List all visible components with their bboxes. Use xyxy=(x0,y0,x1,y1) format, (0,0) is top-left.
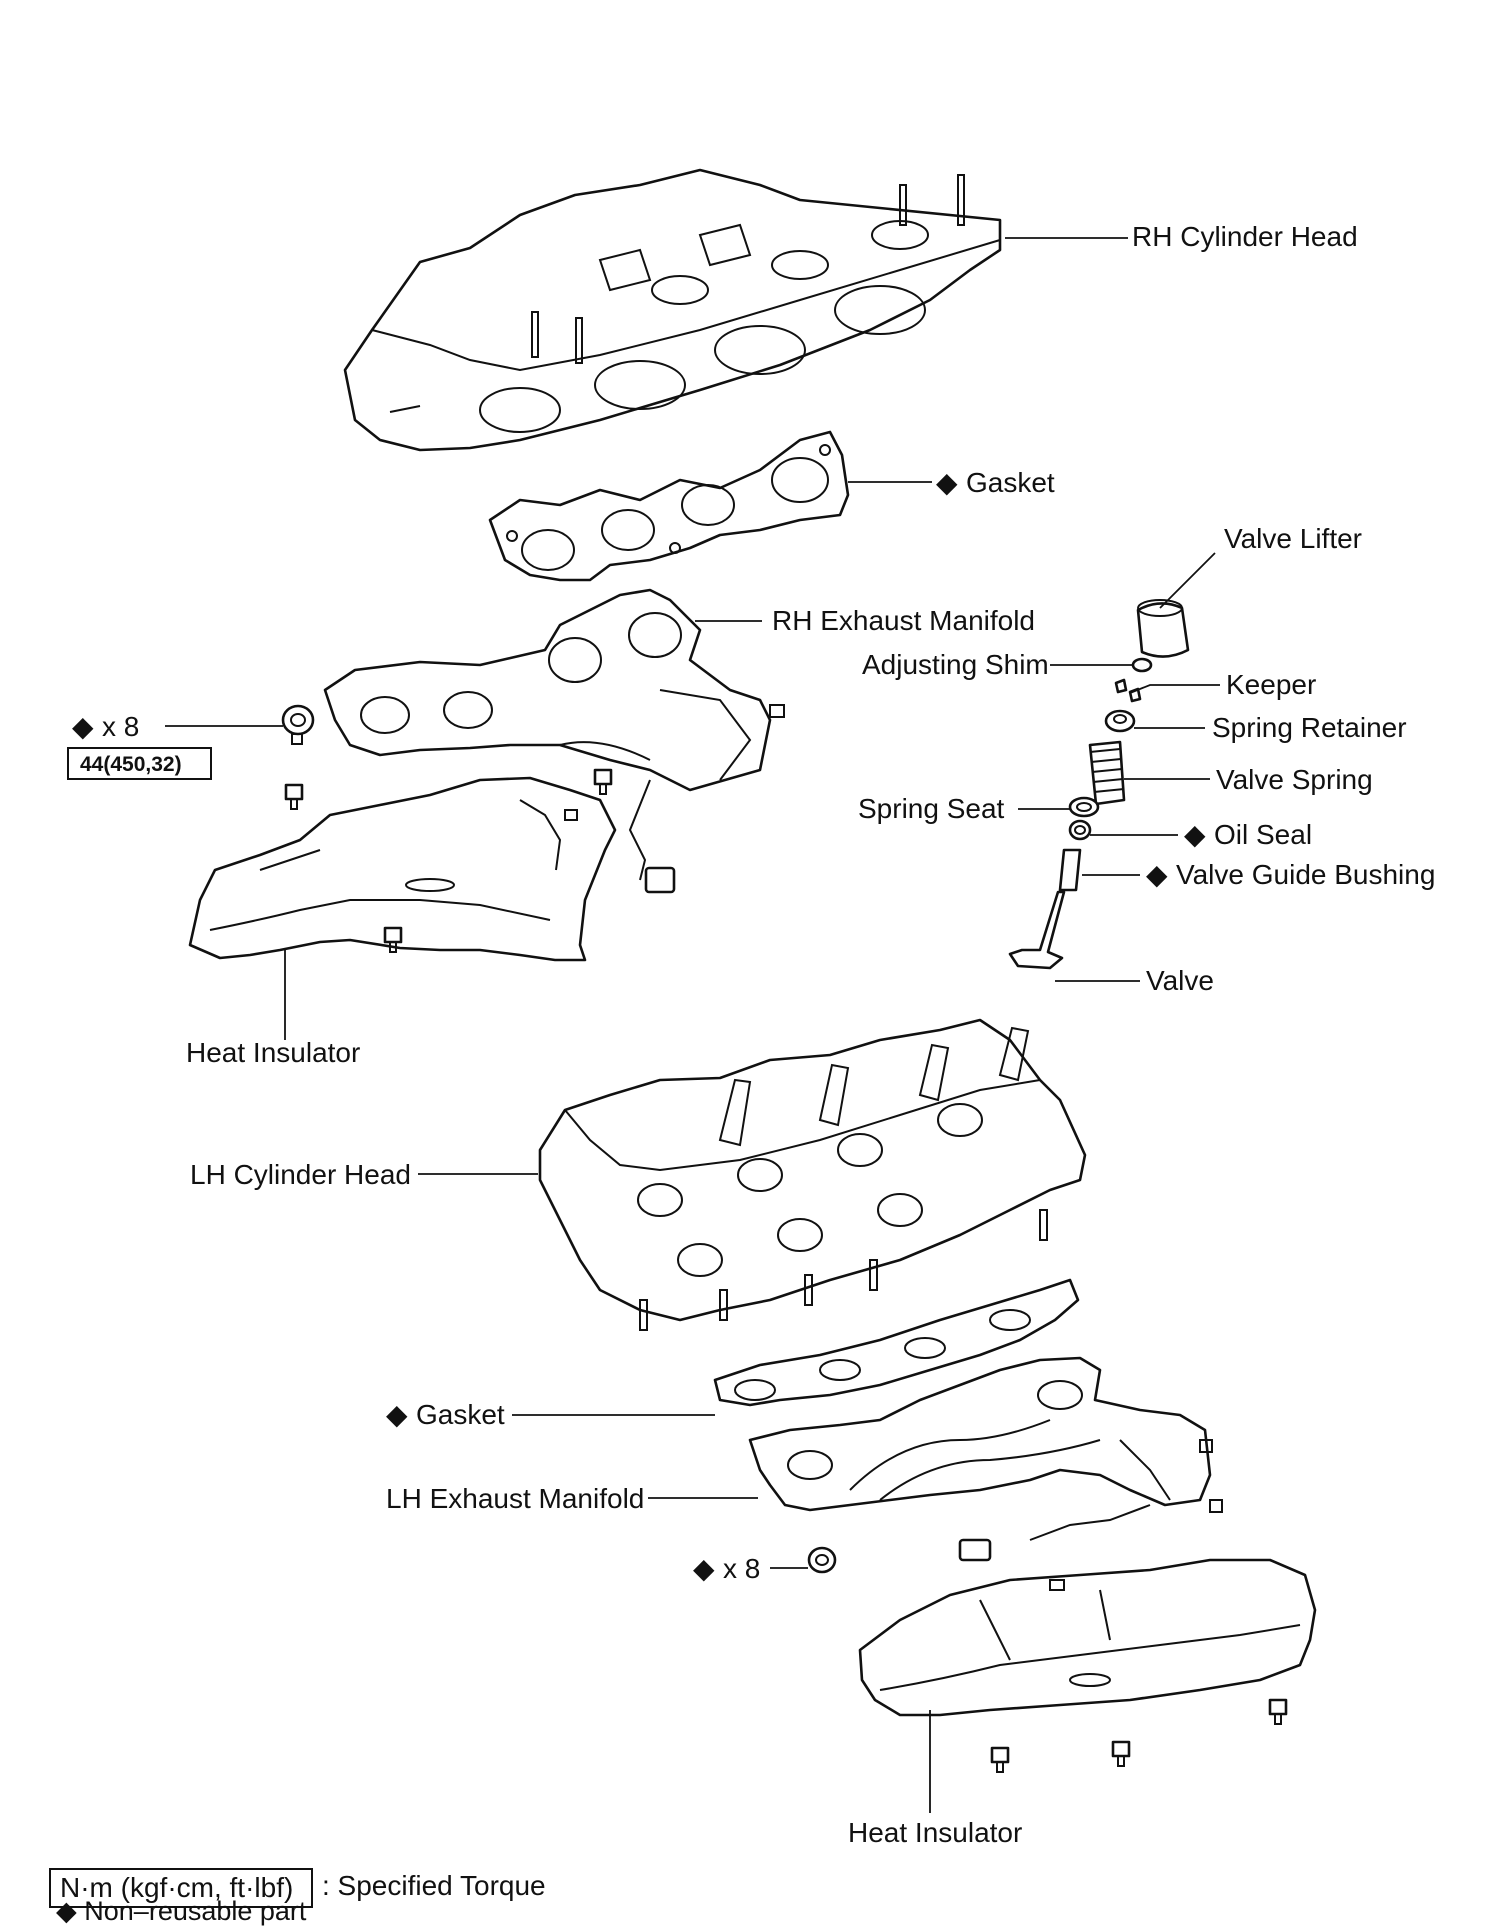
upper-flange-nut-drawing xyxy=(281,704,315,745)
nonreusable-mark-nut-upper: ◆ xyxy=(72,711,94,742)
legend-torque-desc: : Specified Torque xyxy=(322,1870,546,1901)
part-labels: RH Cylinder Head ◆ Gasket Valve Lifter R… xyxy=(67,221,1435,1848)
label-gasket-upper: Gasket xyxy=(966,467,1055,498)
lower-gasket-drawing xyxy=(713,1278,1080,1407)
torque-value-box xyxy=(67,747,212,780)
label-spring-retainer: Spring Retainer xyxy=(1212,712,1407,743)
upper-heat-insulator-drawing xyxy=(188,776,617,962)
legend-torque-unit: N·m (kgf·cm, ft·lbf) xyxy=(60,1872,293,1903)
label-nut-qty-lower: x 8 xyxy=(723,1553,760,1584)
label-valve-spring: Valve Spring xyxy=(1216,764,1373,795)
lh-cylinder-head-drawing xyxy=(538,1018,1087,1331)
label-valve-lifter: Valve Lifter xyxy=(1224,523,1362,554)
label-torque-value: 44(450,32) xyxy=(80,753,182,776)
label-rh-exhaust-manifold: RH Exhaust Manifold xyxy=(772,605,1035,636)
label-spring-seat: Spring Seat xyxy=(858,793,1005,824)
label-valve: Valve xyxy=(1146,965,1214,996)
nonreusable-mark-gasket-upper: ◆ xyxy=(936,467,958,498)
rh-exhaust-manifold-drawing xyxy=(323,588,785,894)
legend-nonreusable-desc: Non–reusable part xyxy=(84,1896,307,1926)
lh-exhaust-manifold-drawing xyxy=(748,1356,1223,1562)
label-valve-guide-bushing: Valve Guide Bushing xyxy=(1176,859,1435,890)
nonreusable-mark-oil-seal: ◆ xyxy=(1184,819,1206,850)
leader-lines xyxy=(165,237,1220,1813)
label-adjusting-shim: Adjusting Shim xyxy=(862,649,1049,680)
lower-insulator-bolts-drawing xyxy=(990,1698,1288,1773)
rh-cylinder-head-drawing xyxy=(343,168,1002,452)
nonreusable-mark-gasket-lower: ◆ xyxy=(386,1399,408,1430)
label-oil-seal: Oil Seal xyxy=(1214,819,1312,850)
label-lh-exhaust-manifold: LH Exhaust Manifold xyxy=(386,1483,644,1514)
lower-flange-nut-drawing xyxy=(807,1546,837,1574)
upper-gasket-drawing xyxy=(488,430,850,582)
legend-nonreusable: ◆ Non–reusable part xyxy=(56,1896,307,1926)
label-keeper: Keeper xyxy=(1226,669,1316,700)
label-rh-cylinder-head: RH Cylinder Head xyxy=(1132,221,1358,252)
upper-insulator-bolts-drawing xyxy=(284,768,613,953)
label-gasket-lower: Gasket xyxy=(416,1399,505,1430)
legend: N·m (kgf·cm, ft·lbf) : Specified Torque xyxy=(49,1868,546,1908)
nonreusable-mark-valve-guide-bushing: ◆ xyxy=(1146,859,1168,890)
valve-assembly-drawing xyxy=(1008,599,1190,970)
nonreusable-mark-nut-lower: ◆ xyxy=(693,1553,715,1584)
legend-nonreusable-mark: ◆ xyxy=(56,1896,77,1926)
label-lh-cylinder-head: LH Cylinder Head xyxy=(190,1159,411,1190)
label-heat-insulator-upper: Heat Insulator xyxy=(186,1037,360,1068)
label-heat-insulator-lower: Heat Insulator xyxy=(848,1817,1022,1848)
legend-torque-box xyxy=(49,1868,313,1908)
label-nut-qty-upper: x 8 xyxy=(102,711,139,742)
lower-heat-insulator-drawing xyxy=(858,1558,1317,1717)
